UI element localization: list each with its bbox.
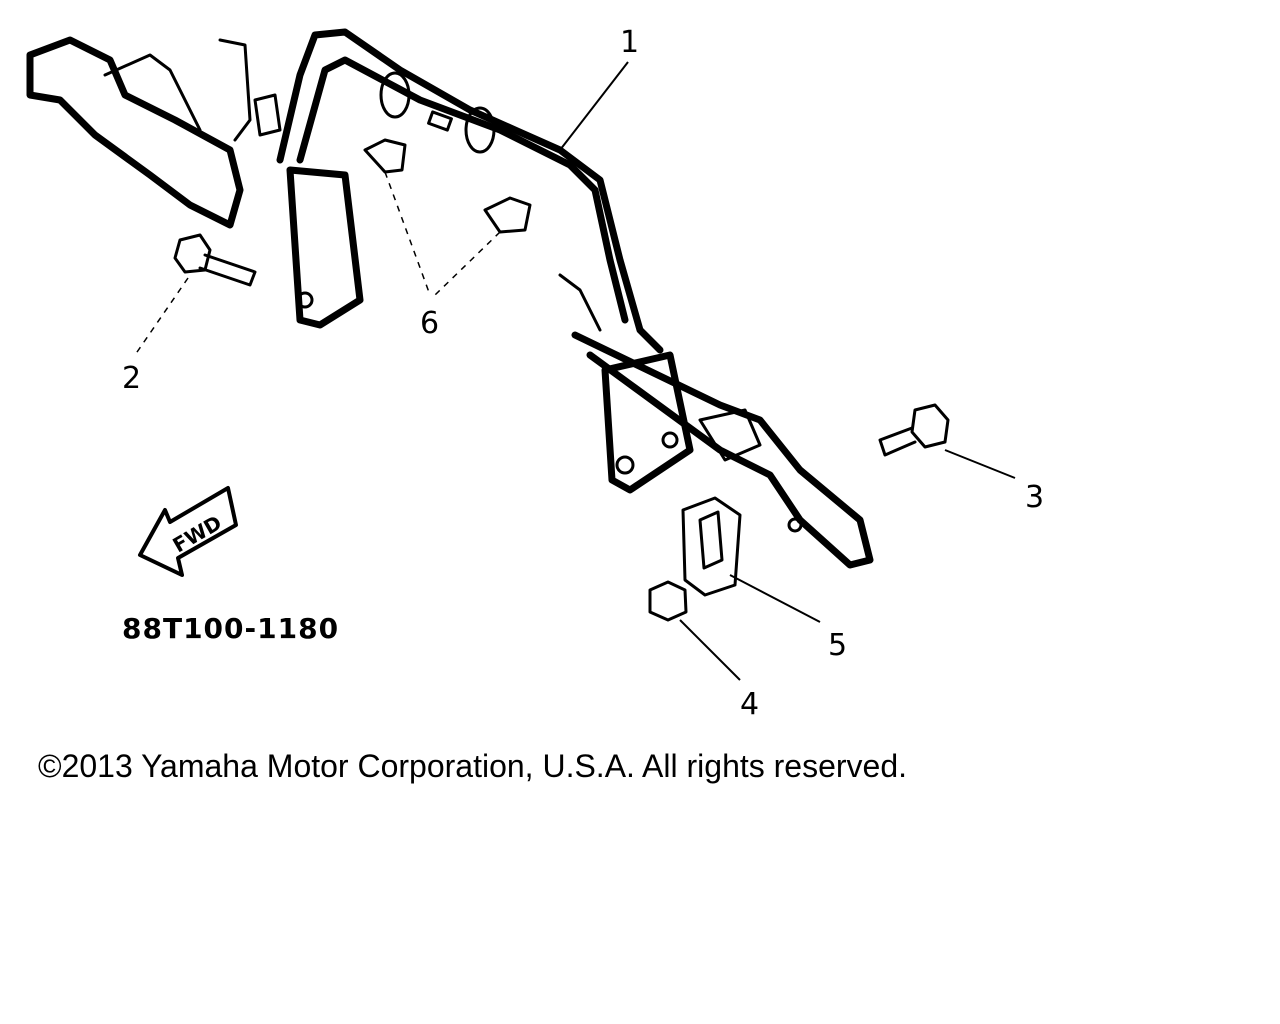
callout-labels: 1 2 3 4 5 6 [122,25,1044,722]
bolt-part-2 [173,233,257,287]
steering-bracket-frame [26,28,874,569]
clip-part-6 [363,138,532,234]
fwd-arrow-icon: FWD [138,486,238,577]
callout-5: 5 [828,628,847,663]
cushion-part-5 [681,496,742,597]
nut-part-4 [648,580,688,622]
bolt-part-3 [878,403,950,457]
callout-3: 3 [1025,480,1044,515]
callout-4: 4 [740,687,759,722]
callout-2: 2 [122,361,141,396]
bracket-exploded-view: 1 2 3 4 5 6 FWD 88T100-1180 [26,25,1044,722]
callout-1: 1 [620,25,639,60]
diagram-part-number: 88T100-1180 [122,612,339,645]
callout-6: 6 [420,306,439,341]
leader-lines [134,61,1016,681]
copyright-notice: ©2013 Yamaha Motor Corporation, U.S.A. A… [38,748,908,784]
